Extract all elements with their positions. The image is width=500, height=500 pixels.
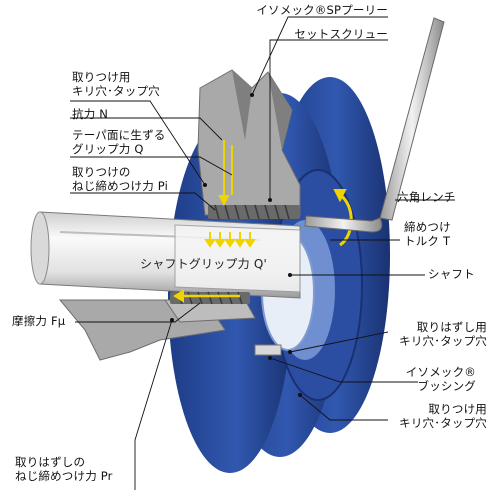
setscrew-upper [208, 205, 300, 219]
tap-hole-bottom-label: 取りつけ用 キリ穴･タップ穴 [399, 402, 487, 430]
grip-arrows [209, 232, 251, 242]
marker-dots [170, 93, 302, 397]
pulley-label: イソメック®SPプーリー [256, 3, 388, 17]
mount-force-label: 取りつけの ねじ締めつけ力 Pi [72, 165, 169, 193]
shaft [30, 211, 301, 299]
removal-force-label: 取りはずしの ねじ締めつけ力 Pr [15, 455, 113, 483]
removal-screw [254, 344, 282, 356]
torque-label: 締めつけ トルク T [404, 220, 451, 248]
hex-wrench-label: 六角レンチ [397, 190, 456, 204]
resistance-label: 抗力 N [72, 107, 109, 121]
section-groove-upper [232, 70, 252, 140]
shaft-grip-label: シャフトグリップ力 Q' [140, 257, 267, 271]
leader-lines [70, 16, 455, 490]
shaft-end [30, 211, 50, 285]
removal-tap-hole-label: 取りはずし用 キリ穴･タップ穴 [399, 320, 487, 348]
section-groove-upper2 [268, 72, 292, 150]
shaft-label: シャフト [428, 267, 475, 281]
friction-label: 摩擦力 Fμ [12, 314, 66, 328]
setscrew-label: セットスクリュー [294, 27, 388, 41]
bushing-label: イソメック® ブッシング [405, 365, 476, 393]
tap-hole-top-label: 取りつけ用 キリ穴･タップ穴 [72, 70, 160, 98]
taper-grip-label: テーパ面に生ずる グリップ力 Q [72, 128, 166, 156]
hex-wrench [304, 17, 445, 233]
